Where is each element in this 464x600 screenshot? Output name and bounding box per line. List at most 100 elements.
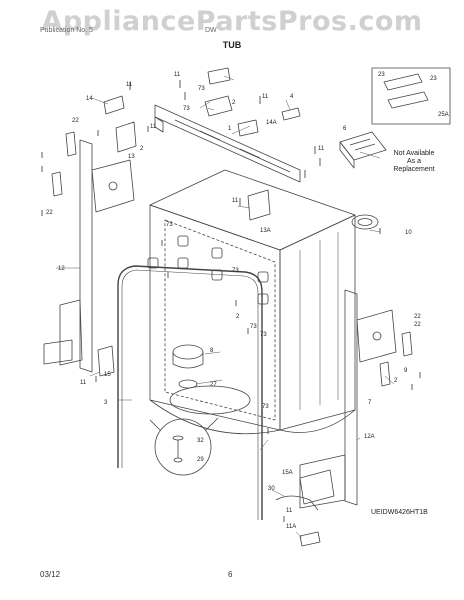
footer-page-number: 6 <box>228 570 233 579</box>
roller-1 <box>177 235 189 247</box>
clip-right-2 <box>379 361 391 387</box>
detail-nut <box>173 457 183 463</box>
callout: 2 <box>232 100 236 106</box>
callout: 15A <box>282 470 293 476</box>
callout: 9 <box>404 368 408 374</box>
screws <box>41 80 421 522</box>
inset-clip-2 <box>387 91 429 109</box>
callout: 30 <box>268 486 275 492</box>
callout: 73 <box>262 404 269 410</box>
bracket-14 <box>103 95 125 115</box>
model-header: DW <box>205 27 217 34</box>
tub-port-inner <box>357 218 373 226</box>
detail-inset-circle <box>154 418 212 476</box>
callout: 29 <box>197 457 204 463</box>
roller-2 <box>177 257 189 269</box>
callout: 1 <box>228 126 232 132</box>
part-box-side <box>339 141 355 169</box>
roller-7 <box>147 257 159 269</box>
roller-4 <box>211 269 223 281</box>
callout: 11 <box>232 198 239 204</box>
callout: 23 <box>430 76 437 82</box>
hinge-arm <box>275 495 319 511</box>
right-bracket-hole <box>372 331 382 341</box>
tub-rear-ribs <box>299 232 339 410</box>
bracket-2-mid <box>204 95 233 117</box>
callout: 11 <box>150 124 157 130</box>
detail-washer <box>172 435 184 441</box>
callout: 3 <box>104 400 108 406</box>
bracket-13 <box>115 121 137 153</box>
callout: 12 <box>58 266 65 272</box>
detail-inset-pointer <box>149 417 219 431</box>
tub-top-face <box>149 169 356 251</box>
callout: 27 <box>210 382 217 388</box>
callout: 14 <box>86 96 93 102</box>
left-upper-bracket <box>91 159 135 213</box>
left-side-rail <box>79 139 93 373</box>
not-available-note: Not Available As a Replacement <box>374 150 454 174</box>
bracket-13A <box>247 189 271 221</box>
leader-lines <box>56 75 395 539</box>
callout: 2 <box>236 314 240 320</box>
callout: 73 <box>198 86 205 92</box>
part-box-detail <box>349 138 376 151</box>
callout: 14A <box>266 120 277 126</box>
callout: 13A <box>260 228 271 234</box>
callout: 11 <box>318 146 325 152</box>
left-foot <box>43 339 73 365</box>
callout: 73 <box>232 268 239 274</box>
roller-6 <box>257 293 269 305</box>
bracket-4 <box>281 107 301 121</box>
tub-rear-port <box>351 214 379 230</box>
top-frame-rail-detail <box>174 119 291 173</box>
tub-inner-outline <box>164 219 276 421</box>
callout: 8 <box>210 348 214 354</box>
footer-date: 03/12 <box>40 570 61 579</box>
bracket-14A <box>237 119 259 137</box>
callout: 15 <box>104 372 111 378</box>
bracket-11A <box>299 531 321 547</box>
drain-hose-inner <box>121 269 259 520</box>
callout-labels: 11 14 2 73 11 4 14A 1 6 11 73 22 11 23 2… <box>46 72 449 530</box>
tub-sump-opening <box>169 385 251 415</box>
clip-right-1 <box>401 331 413 357</box>
callout: 22 <box>414 314 421 320</box>
callout: 10 <box>405 230 412 236</box>
watermark: AppliancePartsPros.com <box>41 6 423 37</box>
callout: 22 <box>72 118 79 124</box>
callout: 73 <box>166 222 173 228</box>
right-middle-bracket <box>356 309 397 363</box>
clip-left-2 <box>51 171 63 197</box>
callout: 22 <box>414 322 421 328</box>
callout: 25A <box>438 112 449 118</box>
callout: 23 <box>378 72 385 78</box>
inset-box <box>371 67 451 125</box>
callout: 32 <box>197 438 204 444</box>
right-side-rail <box>344 289 358 506</box>
callout: 2 <box>394 378 398 384</box>
right-lower-bracket <box>299 454 346 509</box>
note-line-3: Replacement <box>393 166 435 173</box>
callout: 2 <box>140 146 144 152</box>
callout: 7 <box>368 400 372 406</box>
roller-5 <box>257 271 269 283</box>
page-title: TUB <box>222 40 242 50</box>
left-bottom-bracket <box>97 345 115 377</box>
callout: 73 <box>183 106 190 112</box>
model-code: UEIDW6426HT1B <box>371 509 428 516</box>
callout: 4 <box>290 94 294 100</box>
callout: 13 <box>128 154 135 160</box>
left-upper-bracket-hole <box>108 181 118 191</box>
callout: 11A <box>286 524 296 530</box>
callout: 73 <box>260 332 267 338</box>
callout: 12A <box>364 434 375 440</box>
callout: 11 <box>286 508 293 514</box>
top-frame-rail-side <box>154 116 164 133</box>
left-lower-bracket <box>59 299 83 366</box>
callout: 6 <box>343 126 347 132</box>
sump-cap-body <box>172 352 204 369</box>
bracket-2-top <box>207 67 231 85</box>
callout: 11 <box>126 82 133 88</box>
